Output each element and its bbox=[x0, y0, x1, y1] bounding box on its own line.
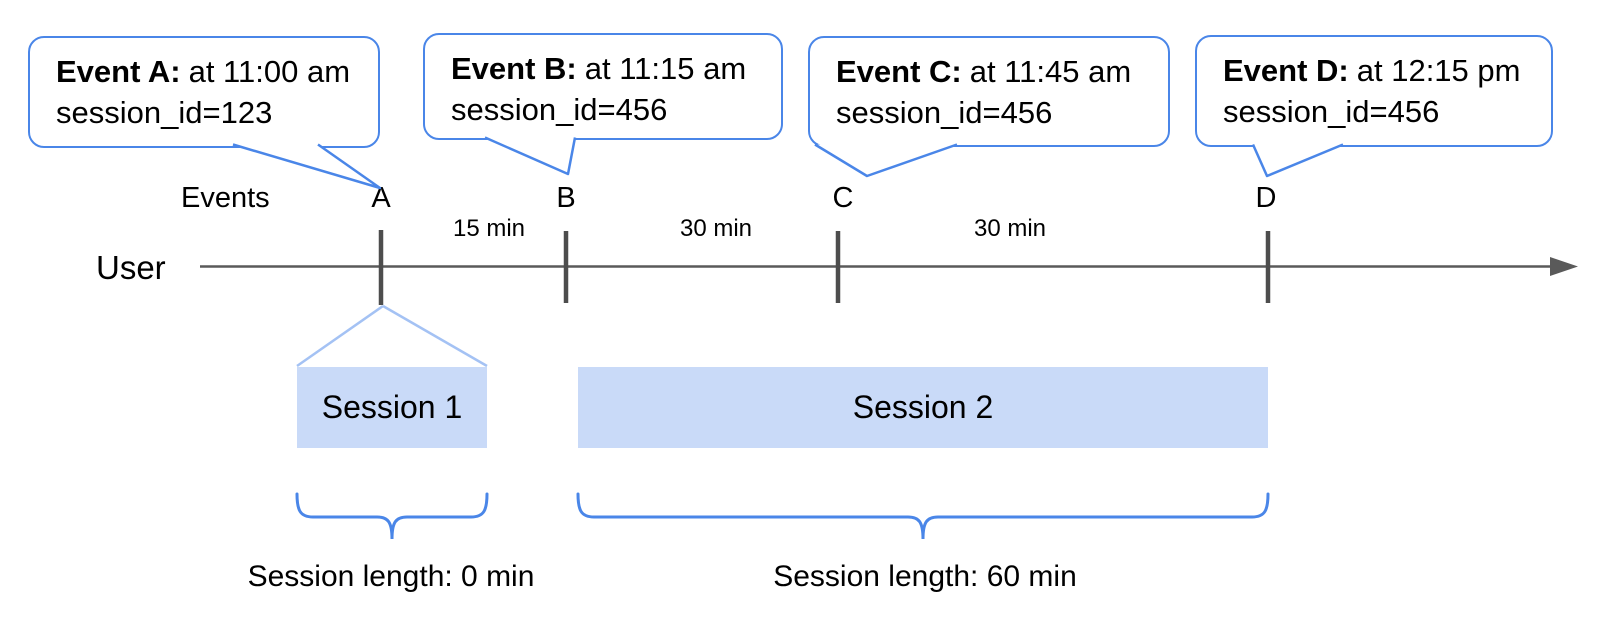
events-axis-caption: Events bbox=[181, 182, 270, 214]
event-letter-a: A bbox=[371, 182, 391, 214]
event-letter-b: B bbox=[556, 182, 576, 214]
event-c-title: Event C: bbox=[836, 54, 962, 89]
event-letter-c: C bbox=[832, 182, 854, 214]
event-b-title: Event B: bbox=[451, 51, 577, 86]
event-d-callout-tail-icon bbox=[1251, 143, 1344, 178]
session-1-bar: Session 1 bbox=[297, 367, 487, 448]
event-c-line1: Event C:at 11:45 am bbox=[836, 51, 1148, 92]
event-a-time: at 11:00 am bbox=[188, 54, 351, 89]
session-2-bar: Session 2 bbox=[578, 367, 1268, 448]
session-2-brace-icon bbox=[576, 492, 1270, 540]
event-c-callout-tail-icon bbox=[814, 143, 958, 178]
session-1-brace-icon bbox=[295, 492, 489, 540]
event-b-line1: Event B:at 11:15 am bbox=[451, 48, 761, 89]
event-b-callout: Event B:at 11:15 am session_id=456 bbox=[423, 33, 783, 140]
event-a-session-id: session_id=123 bbox=[56, 95, 273, 130]
event-d-title: Event D: bbox=[1223, 53, 1349, 88]
session-1-funnel-right-line bbox=[382, 304, 488, 368]
user-axis-caption: User bbox=[96, 249, 166, 286]
interval-label-a-b: 15 min bbox=[452, 215, 526, 242]
event-c-callout: Event C:at 11:45 am session_id=456 bbox=[808, 36, 1170, 147]
event-a-line1: Event A:at 11:00 am bbox=[56, 51, 358, 92]
session-1-label: Session 1 bbox=[321, 389, 463, 425]
session-2-length-label: Session length: 60 min bbox=[773, 560, 1077, 593]
session-1-length-label: Session length: 0 min bbox=[247, 560, 535, 593]
event-d-session-id: session_id=456 bbox=[1223, 94, 1440, 129]
event-b-session-id: session_id=456 bbox=[451, 92, 668, 127]
interval-label-c-d: 30 min bbox=[973, 215, 1047, 242]
event-a-callout: Event A:at 11:00 am session_id=123 bbox=[28, 36, 380, 148]
event-d-time: at 12:15 pm bbox=[1356, 53, 1521, 88]
event-c-session-id: session_id=456 bbox=[836, 95, 1053, 130]
session-1-funnel-left-line bbox=[296, 304, 384, 368]
event-b-callout-tail-icon bbox=[484, 136, 577, 176]
event-a-title: Event A: bbox=[56, 54, 181, 89]
event-d-callout: Event D:at 12:15 pm session_id=456 bbox=[1195, 35, 1553, 147]
event-b-time: at 11:15 am bbox=[584, 51, 747, 86]
timeline-arrowhead-icon bbox=[1550, 257, 1578, 276]
session-2-label: Session 2 bbox=[852, 389, 994, 425]
event-d-line1: Event D:at 12:15 pm bbox=[1223, 50, 1531, 91]
event-letter-d: D bbox=[1255, 182, 1277, 214]
interval-label-b-c: 30 min bbox=[679, 215, 753, 242]
event-c-time: at 11:45 am bbox=[969, 54, 1132, 89]
